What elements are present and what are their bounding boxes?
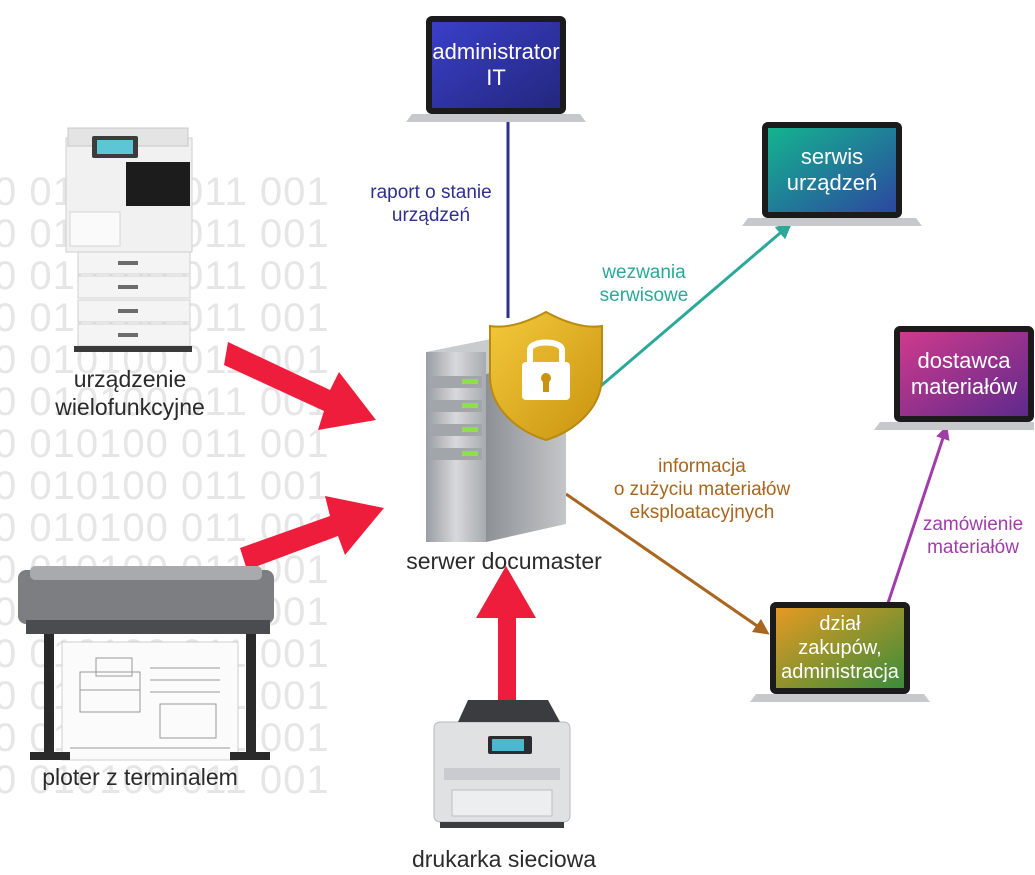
- laptop-service-screen: serwis urządzeń: [768, 128, 896, 212]
- consumables-info-line1: informacja: [658, 456, 746, 477]
- status-report-line1: raport o stanie: [370, 182, 492, 203]
- mfp-label: urządzenie wielofunkcyjne: [40, 366, 220, 421]
- status-report-label: raport o stanie urządzeń: [356, 182, 506, 228]
- consumables-info-line2: o zużyciu materiałów: [613, 478, 791, 500]
- plotter-label: ploter z terminalem: [42, 764, 238, 790]
- server-label: serwer documaster: [406, 548, 602, 574]
- input-arrow-plotter: [240, 496, 384, 570]
- service-title-line1: serwis: [800, 143, 864, 169]
- service-calls-arrow: [581, 222, 793, 404]
- input-arrow-mfp: [224, 342, 376, 430]
- multifunction-device-icon: [65, 127, 193, 352]
- binary-row: 0 010100 011 001: [0, 758, 330, 802]
- laptop-purchasing-icon: [750, 602, 930, 702]
- service-calls-label: wezwania serwisowe: [584, 262, 704, 308]
- consumables-info-arrow: [565, 492, 770, 635]
- laptop-purchasing-screen: dział zakupów, administracja: [776, 608, 904, 688]
- laptop-supplier-screen: dostawca materiałów: [900, 332, 1028, 416]
- security-shield-icon: [489, 310, 603, 442]
- materials-order-label: zamówienie materiałów: [912, 514, 1034, 560]
- laptop-supplier-icon: [874, 326, 1034, 430]
- purchasing-title-line2: administracja: [781, 661, 899, 683]
- materials-order-line2: materiałów: [927, 536, 1019, 558]
- plotter-icon: [18, 566, 274, 761]
- laptop-admin-screen: administrator IT: [432, 22, 560, 108]
- laptop-service-icon: [742, 122, 922, 226]
- laptop-admin-icon: [406, 16, 586, 122]
- binary-row: 0 010100 011 001: [0, 464, 330, 508]
- status-report-line2: urządzeń: [391, 204, 471, 226]
- service-calls-line2: serwisowe: [599, 284, 689, 306]
- materials-order-line1: zamówienie: [922, 514, 1024, 535]
- consumables-info-label: informacja o zużyciu materiałów eksploat…: [592, 456, 812, 524]
- admin-title-line2: IT: [486, 65, 506, 90]
- supplier-title-line2: materiałów: [910, 374, 1018, 399]
- materials-order-arrow: [886, 425, 950, 604]
- mfp-label-line2: wielofunkcyjne: [55, 393, 205, 420]
- purchasing-title-line1: dział zakupów,: [798, 613, 882, 659]
- service-title-line2: urządzeń: [786, 170, 878, 195]
- consumables-info-line3: eksploatacyjnych: [629, 501, 775, 523]
- supplier-title-line1: dostawca: [917, 347, 1011, 373]
- service-calls-line1: wezwania: [602, 262, 686, 283]
- mfp-label-line1: urządzenie: [73, 366, 187, 392]
- network-printer-label: drukarka sieciowa: [411, 846, 597, 872]
- admin-title-line1: administrator: [432, 38, 560, 64]
- network-printer-icon: [433, 700, 571, 828]
- input-arrow-printer: [476, 566, 536, 706]
- binary-row: 0 010100 011 001: [0, 422, 330, 466]
